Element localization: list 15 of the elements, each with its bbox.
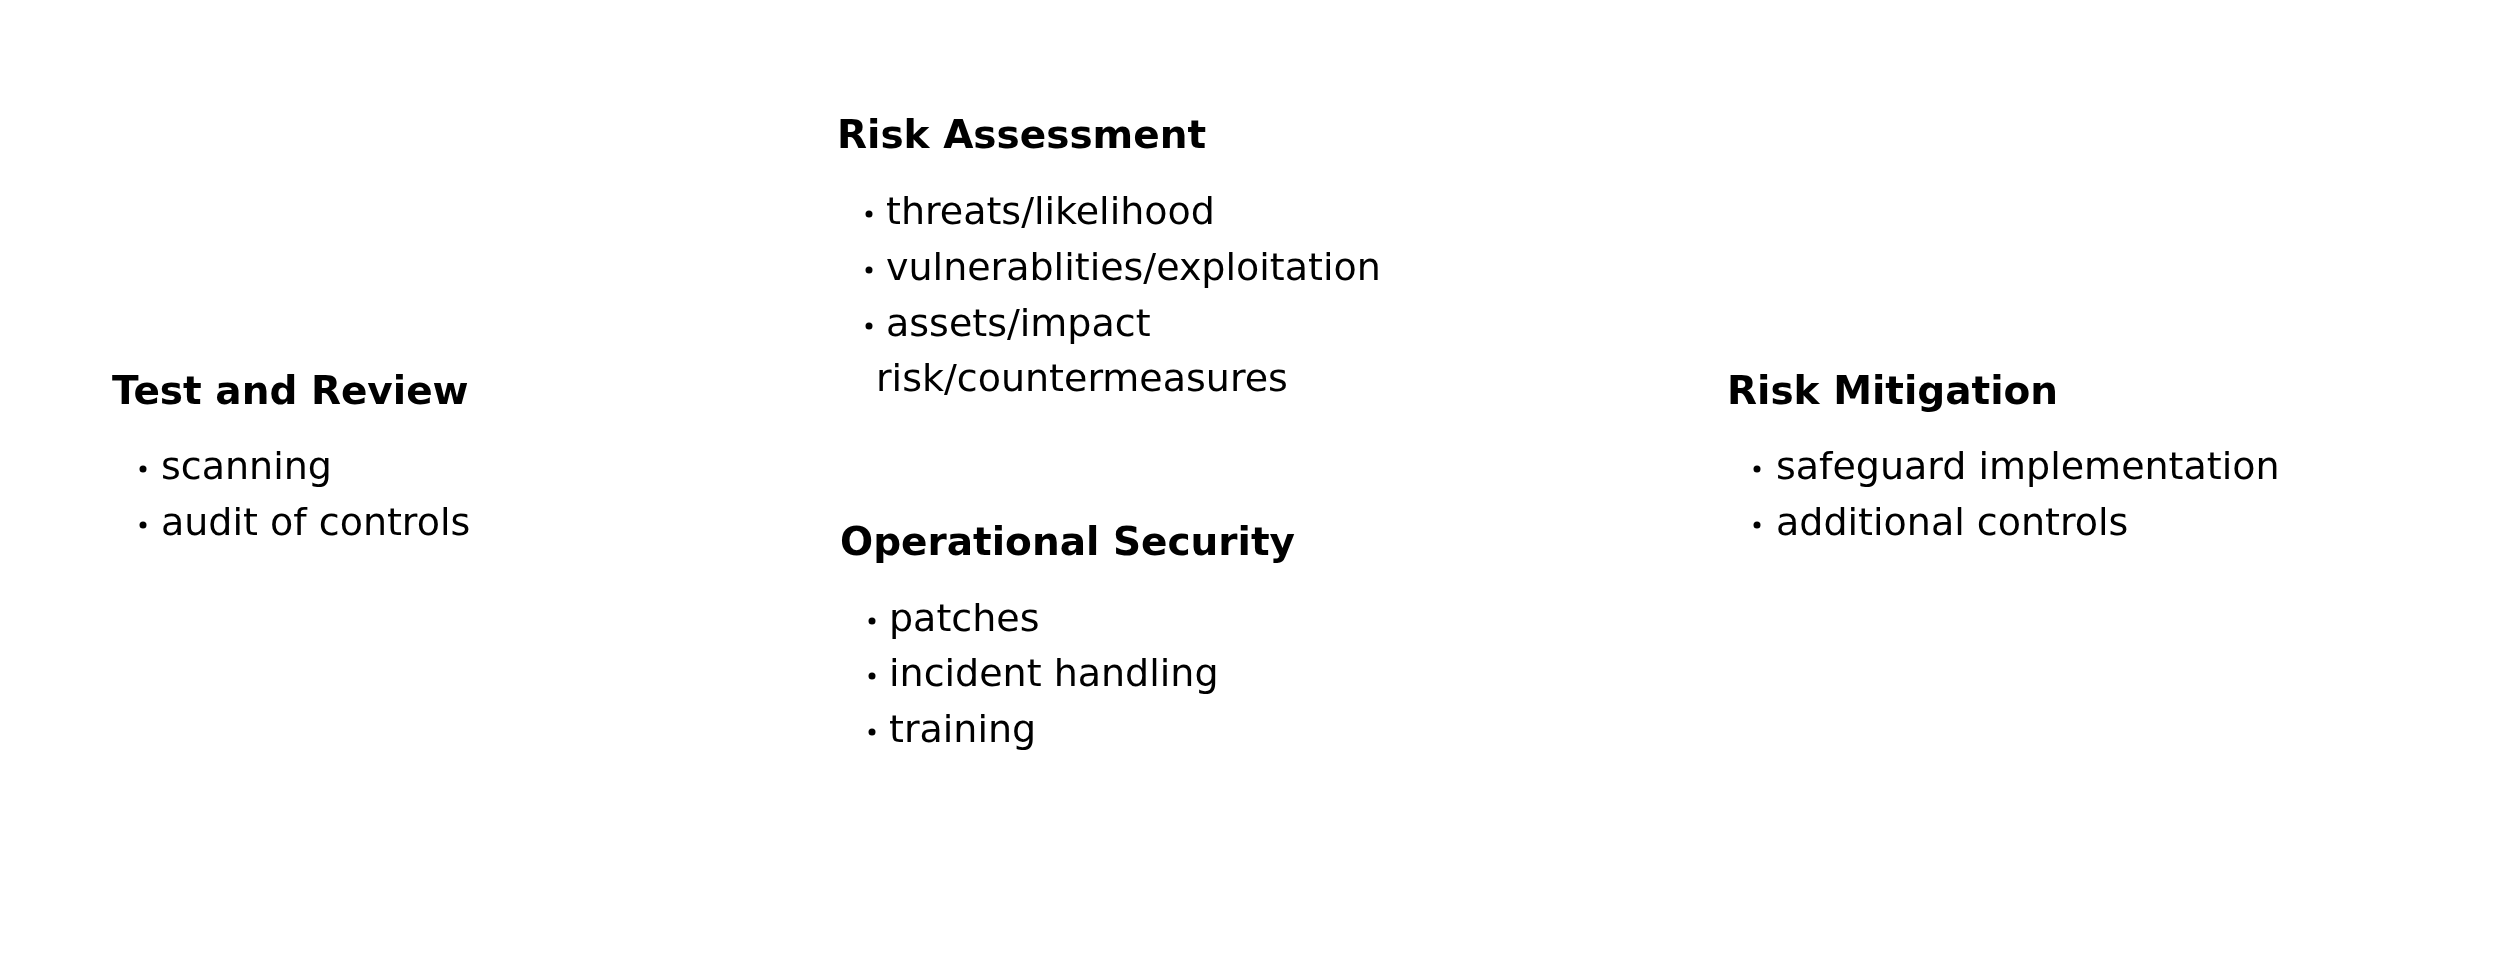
list-item: scanning	[161, 444, 332, 490]
list-item: vulnerablities/exploitation	[886, 245, 1381, 291]
section-heading: Risk Assessment	[837, 111, 1207, 159]
section-heading: Test and Review	[112, 367, 469, 415]
list-item: incident handling	[889, 651, 1219, 697]
list-item: audit of controls	[161, 500, 471, 546]
list-item: additional controls	[1776, 500, 2129, 546]
list-item: assets/impact	[886, 301, 1151, 347]
list-item: threats/likelihood	[886, 189, 1215, 235]
list-item: safeguard implementation	[1776, 444, 2280, 490]
section-heading: Risk Mitigation	[1727, 367, 2059, 415]
list-item: training	[889, 707, 1037, 753]
section-heading: Operational Security	[840, 518, 1295, 566]
list-item: risk/countermeasures	[876, 356, 1288, 402]
list-item: patches	[889, 596, 1040, 642]
